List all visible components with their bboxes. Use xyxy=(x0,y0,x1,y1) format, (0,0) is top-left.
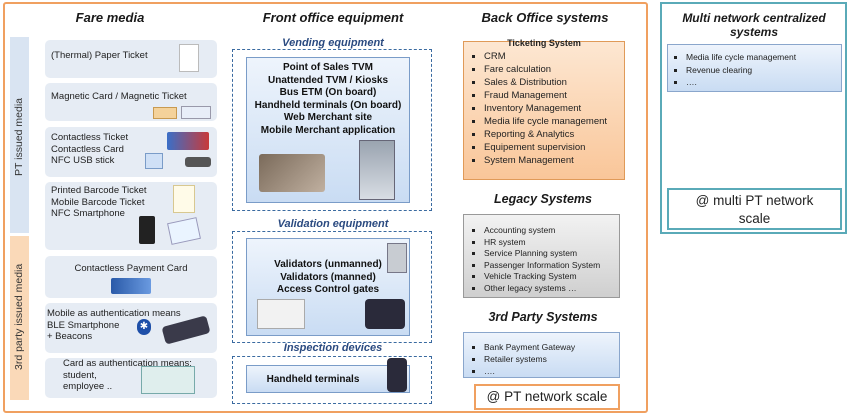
third-party-item: Bank Payment Gateway xyxy=(484,341,619,353)
vending-item: Unattended TVM / Kiosks xyxy=(267,74,388,86)
id-card-image xyxy=(141,366,195,394)
multi-scale-label: @ multi PT network scale xyxy=(667,188,842,230)
validation-group xyxy=(232,231,432,343)
ticketing-item: Fraud Management xyxy=(484,89,624,102)
manned-validator-image xyxy=(365,299,405,329)
vending-item: Bus ETM (On board) xyxy=(279,87,377,98)
back-office-title: Back Office systems xyxy=(481,10,609,25)
legacy-item: Accounting system xyxy=(484,225,619,237)
third-party-title: 3rd Party Systems xyxy=(488,310,598,324)
paper-ticket-image xyxy=(179,44,199,72)
fare-media-label: Contactless Payment Card xyxy=(74,263,188,274)
tvm-kiosk-image xyxy=(359,140,395,200)
ticketing-item: Sales & Distribution xyxy=(484,76,624,89)
fare-media-label: Card as authentication means: student, e… xyxy=(63,358,192,392)
ticketing-item: System Management xyxy=(484,154,624,167)
third-party-label: 3rd party issued media xyxy=(13,263,25,370)
fare-media-label: Contactless Ticket Contactless Card NFC … xyxy=(51,132,129,166)
third-party-card: Bank Payment Gateway Retailer systems …. xyxy=(463,332,620,378)
fare-media-label: Magnetic Card / Magnetic Ticket xyxy=(51,91,187,102)
inspection-handheld-image xyxy=(387,358,407,392)
barcode-ticket-image xyxy=(173,185,195,213)
fare-media-label: (Thermal) Paper Ticket xyxy=(51,50,148,61)
fare-media-card-auth: Card as authentication means: student, e… xyxy=(45,358,217,398)
fare-media-payment-card: Contactless Payment Card xyxy=(45,256,217,298)
ticketing-item: CRM xyxy=(484,50,624,63)
fare-media-label: Mobile as authentication means BLE Smart… xyxy=(47,308,181,342)
pt-issued-label: PT issued media xyxy=(13,97,25,176)
fare-media-mobile-auth: Mobile as authentication means BLE Smart… xyxy=(45,303,217,353)
contactless-card-image xyxy=(167,132,209,150)
third-party-item: …. xyxy=(484,365,619,377)
ticketing-item: Equipement supervision xyxy=(484,141,624,154)
magnetic-ticket-image xyxy=(153,107,177,119)
validation-title: Validation equipment xyxy=(277,218,389,230)
vending-item: Point of Sales TVM xyxy=(282,62,373,73)
validation-item: Validators (unmanned) xyxy=(274,259,382,270)
pt-network-frame xyxy=(3,2,648,413)
validation-card: Validators (unmanned) Validators (manned… xyxy=(246,238,410,336)
third-party-side xyxy=(10,236,29,400)
pt-issued-side xyxy=(10,37,29,233)
inspection-item: Handheld terminals xyxy=(266,374,360,385)
legacy-title: Legacy Systems xyxy=(494,192,592,206)
contactless-ticket-image xyxy=(145,153,163,169)
gate-image xyxy=(257,299,305,329)
multi-network-card: Media life cycle management Revenue clea… xyxy=(667,44,842,92)
vending-item: Web Merchant site xyxy=(283,112,373,123)
vending-group xyxy=(232,49,432,211)
magnetic-card-image xyxy=(181,106,211,119)
validation-item: Validators (manned) xyxy=(280,271,376,283)
ticketing-item: Inventory Management xyxy=(484,102,624,115)
validator-image xyxy=(387,243,407,273)
inspection-title: Inspection devices xyxy=(283,342,383,354)
multi-network-item: Media life cycle management xyxy=(686,51,841,64)
payment-card-image xyxy=(111,278,151,294)
legacy-item: HR system xyxy=(484,237,619,249)
ticketing-item: Reporting & Analytics xyxy=(484,128,624,141)
fare-media-title: Fare media xyxy=(75,10,145,25)
vending-title: Vending equipment xyxy=(282,37,384,49)
legacy-item: Vehicle Tracking System xyxy=(484,271,619,283)
vending-item: Handheld terminals (On board) xyxy=(254,99,402,111)
fare-media-barcode: Printed Barcode Ticket Mobile Barcode Ti… xyxy=(45,182,217,250)
legacy-card: Accounting system HR system Service Plan… xyxy=(463,214,620,298)
legacy-item: Service Planning system xyxy=(484,248,619,260)
inspection-card: Handheld terminals xyxy=(246,358,410,393)
ticketing-card: Ticketing System CRM Fare calculation Sa… xyxy=(463,38,625,180)
vending-card: Point of Sales TVM Unattended TVM / Kios… xyxy=(246,57,410,203)
nfc-usb-stick-image xyxy=(185,157,211,167)
nfc-sticker-image xyxy=(167,217,201,245)
fare-media-magnetic: Magnetic Card / Magnetic Ticket xyxy=(45,83,217,121)
vending-item: Mobile Merchant application xyxy=(260,124,396,136)
multi-network-item: Revenue clearing xyxy=(686,64,841,77)
handheld-sale-image xyxy=(259,154,325,192)
fare-media-contactless: Contactless Ticket Contactless Card NFC … xyxy=(45,127,217,177)
multi-network-title: Multi network centralized systems xyxy=(682,11,826,39)
multi-network-frame xyxy=(660,2,847,234)
fare-media-paper: (Thermal) Paper Ticket xyxy=(45,40,217,78)
third-party-item: Retailer systems xyxy=(484,353,619,365)
multi-network-item: …. xyxy=(686,76,841,89)
inspection-group xyxy=(232,356,432,404)
legacy-item: Other legacy systems … xyxy=(484,283,619,295)
ticketing-item: Media life cycle management xyxy=(484,115,624,128)
validation-item: Access Control gates xyxy=(276,284,380,295)
ticketing-item: Fare calculation xyxy=(484,63,624,76)
ticketing-title: Ticketing System xyxy=(507,38,581,48)
legacy-item: Passenger Information System xyxy=(484,260,619,272)
front-office-title: Front office equipment xyxy=(262,10,404,25)
pt-scale-label: @ PT network scale xyxy=(474,384,620,410)
bluetooth-icon: ✱ xyxy=(137,319,151,335)
smartphone-image xyxy=(139,216,155,244)
fare-media-label: Printed Barcode Ticket Mobile Barcode Ti… xyxy=(51,185,147,219)
